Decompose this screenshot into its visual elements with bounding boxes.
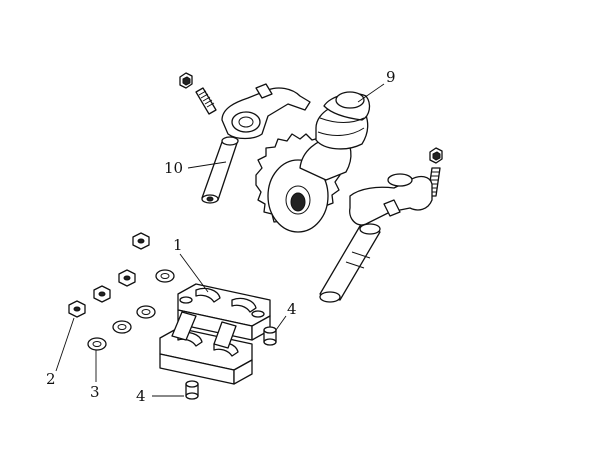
- callout-10: 10: [164, 159, 184, 177]
- callout-9: 9: [386, 68, 396, 86]
- callout-4-upper: 4: [287, 300, 297, 318]
- callout-4-lower: 4: [136, 387, 146, 405]
- cam-holder: [159, 283, 271, 385]
- callout-3: 3: [90, 383, 100, 401]
- camshaft: [255, 91, 371, 233]
- rocker-shaft-right: [319, 223, 381, 303]
- washers: [87, 269, 175, 351]
- callout-1: 1: [173, 236, 183, 254]
- nuts: [68, 232, 150, 318]
- rocker-arm-right: [349, 147, 443, 226]
- callout-2: 2: [46, 370, 56, 388]
- rocker-shaft-left: [201, 136, 239, 204]
- leader-lines: [55, 83, 385, 397]
- rocker-arm-left: [179, 72, 311, 140]
- dowel-pins: [185, 326, 277, 400]
